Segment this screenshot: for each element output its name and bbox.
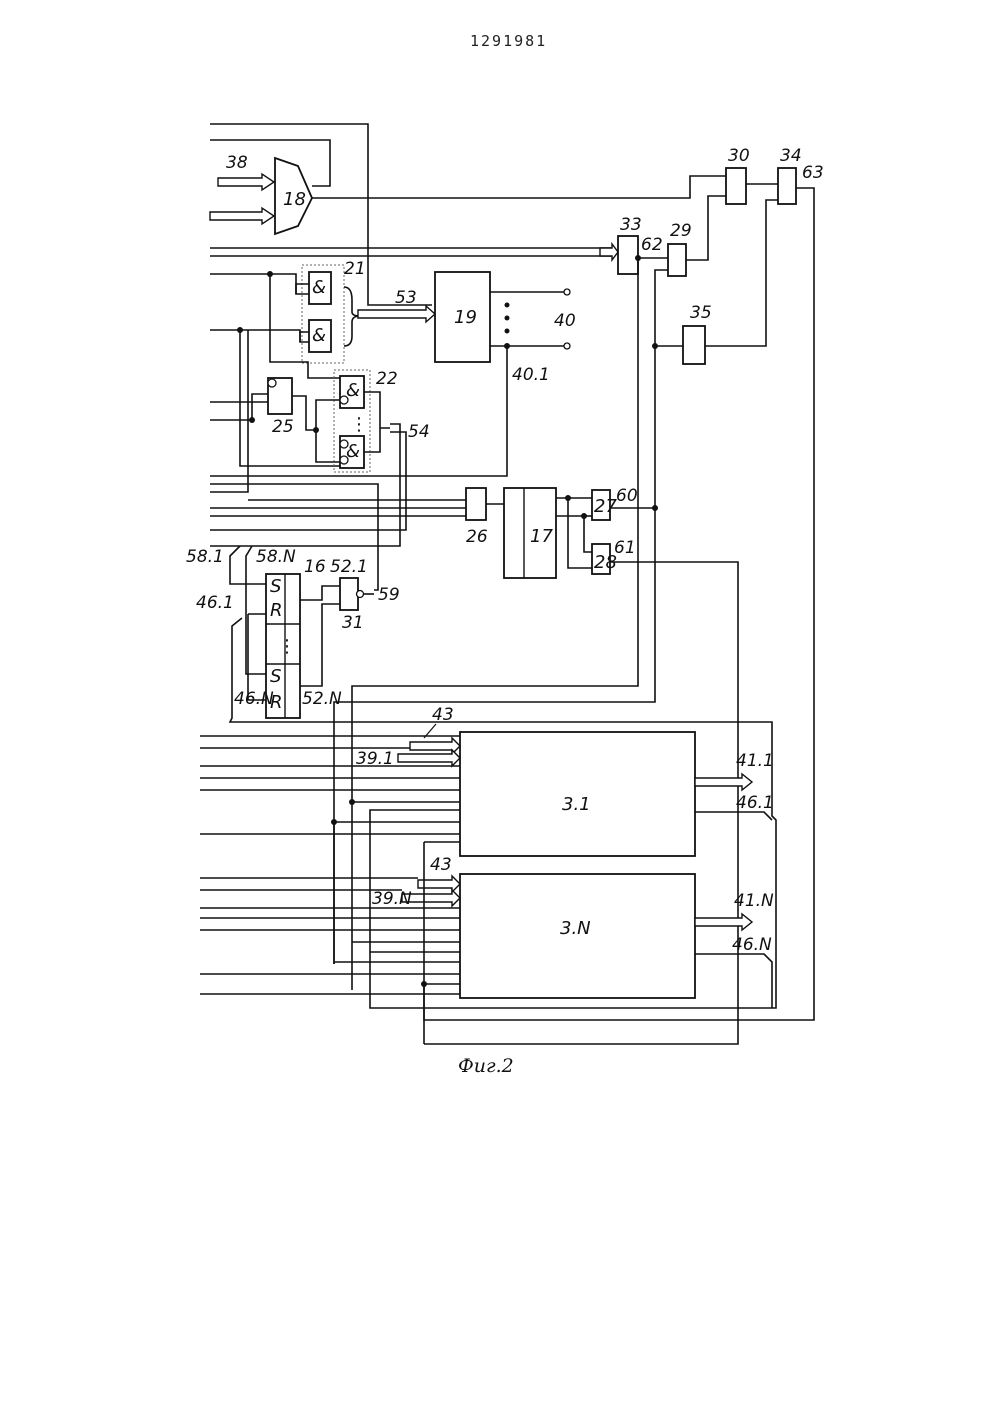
and-gate-22b: & bbox=[346, 441, 360, 462]
block-33: 33 62 bbox=[600, 215, 663, 274]
label-46-1: 46.1 bbox=[196, 593, 234, 613]
block-19-label: 19 bbox=[454, 307, 477, 328]
label-33: 33 bbox=[620, 215, 642, 235]
block-17-label: 17 bbox=[530, 526, 553, 547]
document-number: 1291981 bbox=[470, 32, 547, 50]
label-34: 34 bbox=[780, 146, 802, 166]
block-25: 25 bbox=[210, 378, 316, 437]
label-52-1: 52.1 bbox=[330, 557, 368, 577]
bottom-input-wiring bbox=[200, 736, 460, 1044]
block-35: 35 bbox=[683, 303, 712, 364]
label-53: 53 bbox=[395, 288, 417, 308]
block-3-1-label: 3.1 bbox=[562, 794, 591, 815]
label-40: 40 bbox=[554, 311, 576, 331]
gate-group-21: & & 21 bbox=[302, 259, 366, 363]
label-61: 61 bbox=[614, 538, 636, 558]
label-38: 38 bbox=[226, 153, 248, 173]
label-41-1: 41.1 bbox=[736, 751, 774, 771]
reg-dots: ⋮ bbox=[278, 636, 296, 657]
reg-s-top: S bbox=[270, 576, 281, 597]
gate-group-22: & ⋮ & 22 54 bbox=[210, 369, 430, 546]
reg-s-bottom: S bbox=[270, 666, 281, 687]
label-22: 22 bbox=[376, 369, 398, 389]
label-21: 21 bbox=[344, 259, 366, 279]
reg-r-top: R bbox=[270, 600, 283, 621]
block-3-N: 3.N 43 39.N 41.N 46.N bbox=[372, 855, 774, 1008]
label-26: 26 bbox=[466, 527, 488, 547]
label-46-N-out: 46.N bbox=[732, 935, 772, 955]
label-59: 59 bbox=[378, 585, 400, 605]
label-58-1: 58.1 bbox=[186, 547, 224, 567]
and-gate-22a: & bbox=[346, 380, 360, 401]
label-52-N: 52.N bbox=[302, 689, 342, 709]
block-18-label: 18 bbox=[283, 189, 306, 210]
label-35: 35 bbox=[690, 303, 712, 323]
label-58-N: 58.N bbox=[256, 547, 296, 567]
block-28: 28 61 bbox=[592, 538, 636, 574]
gate-22-dots: ⋮ bbox=[350, 414, 368, 435]
block-3-N-label: 3.N bbox=[560, 918, 591, 939]
input-bus-38: 38 bbox=[210, 153, 274, 224]
figure-caption: Фиг.2 bbox=[458, 1055, 514, 1077]
block-30: 30 bbox=[726, 146, 750, 204]
block-18: 18 bbox=[275, 158, 312, 234]
block-27: 27 60 bbox=[592, 486, 638, 520]
and-gate-21b: & bbox=[312, 325, 326, 346]
and-gate-21a: & bbox=[312, 277, 326, 298]
label-62: 62 bbox=[641, 235, 663, 255]
block-29: 29 bbox=[668, 221, 692, 276]
label-30: 30 bbox=[728, 146, 750, 166]
block-27-label: 27 bbox=[594, 496, 617, 517]
block-26: 26 bbox=[466, 488, 504, 547]
label-41-N: 41.N bbox=[734, 891, 774, 911]
label-40-1: 40.1 bbox=[512, 365, 550, 385]
label-25: 25 bbox=[272, 417, 294, 437]
label-46-N: 46.N bbox=[234, 689, 274, 709]
label-43-bottom: 43 bbox=[430, 855, 452, 875]
label-60: 60 bbox=[616, 486, 638, 506]
label-31: 31 bbox=[342, 613, 364, 633]
label-29: 29 bbox=[670, 221, 692, 241]
label-16: 16 bbox=[304, 557, 326, 577]
block-17: 17 bbox=[504, 488, 556, 578]
label-43-top: 43 bbox=[432, 705, 454, 725]
label-54: 54 bbox=[408, 422, 430, 442]
label-39-N: 39.N bbox=[372, 889, 412, 909]
label-46-1-out: 46.1 bbox=[736, 793, 774, 813]
block-34: 34 63 bbox=[778, 146, 824, 204]
label-63: 63 bbox=[802, 163, 824, 183]
